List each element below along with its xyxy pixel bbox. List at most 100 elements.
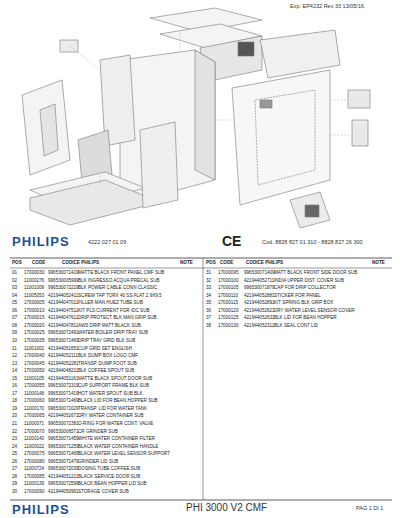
part-code: 17000115: [218, 301, 238, 306]
position-number: 27: [12, 467, 17, 472]
position-number: 31: [206, 271, 211, 276]
part-description: MATTE BLACK FRONT PANEL CMF SUB: [78, 271, 164, 276]
ce-mark: CE: [222, 234, 241, 248]
part-description: MATT BLACK FRONT SIDE DOOR SUB: [274, 271, 357, 276]
position-number: 23: [12, 437, 17, 442]
part-description: BLK LID FOR BEAN HOPPER: [274, 316, 337, 321]
part-number: 421944047811: [48, 324, 78, 329]
part-code: 11005053: [24, 294, 44, 299]
position-number: 28: [12, 475, 17, 480]
part-number: 421944052311: [244, 324, 274, 329]
position-number: 05: [12, 301, 17, 306]
part-description: BLK POWER CABLE CONN CLASSIC: [78, 286, 157, 291]
part-number: 996530072039: [48, 467, 79, 472]
part-description: WATER BOILER DRIP TRAY SUB: [78, 331, 148, 336]
part-code: 11001002: [24, 347, 44, 352]
position-number: 35: [206, 301, 211, 306]
part-description: GRINDER LID SUB: [78, 460, 118, 465]
part-code: 17000125: [218, 316, 238, 321]
position-number: 21: [12, 422, 17, 427]
position-number: 33: [206, 286, 211, 291]
column-header: CODICE PHILIPS: [62, 261, 99, 266]
part-code: 17000040: [24, 354, 44, 359]
part-number: 996530072381: [48, 422, 79, 427]
part-number: 996530071409: [244, 271, 275, 276]
part-number: 996530071879: [244, 286, 275, 291]
part-number: 421944050961: [48, 490, 79, 495]
part-number: 421944051161: [48, 377, 78, 382]
part-code: 17000070: [24, 430, 44, 435]
small-part: [352, 120, 368, 146]
part-code: 17000025: [24, 331, 44, 336]
column-header: CODICE PHILIPS: [246, 261, 283, 266]
part-number: 996530071259: [48, 445, 79, 450]
part-number: 421944047011: [48, 301, 78, 306]
part-code: 17000100: [218, 279, 238, 284]
panel-inner: [255, 90, 315, 185]
part-code: 11000105: [24, 377, 44, 382]
part-description: BLACK WATER LEVEL SENSOR SUPPORT: [78, 452, 170, 457]
part-number: 996530005999: [48, 279, 79, 284]
part-description: DRIP TRAY GRID BLK SUB: [78, 339, 135, 344]
display: [40, 104, 58, 156]
position-number: 29: [12, 482, 17, 487]
position-number: 13: [12, 362, 17, 367]
part-code: 11000022: [24, 445, 44, 450]
position-number: 04: [12, 294, 17, 299]
part-code: 17000130: [218, 324, 238, 329]
part-number: 421944052891: [244, 301, 275, 306]
part-description: CUP SUPPORT FRAME BLK SUB: [78, 384, 149, 389]
position-number: 34: [206, 294, 211, 299]
part-code: 11000148: [24, 392, 44, 397]
brand-logo: PHILIPS: [12, 235, 70, 248]
part-number: 996530071469: [48, 339, 79, 344]
position-number: 10: [12, 339, 17, 344]
part-number: 421944052281: [48, 362, 79, 367]
position-number: 01: [12, 271, 17, 276]
grinder-knob: [238, 42, 254, 56]
part-number: 996530071419: [48, 271, 79, 276]
body-side: [195, 50, 215, 180]
position-number: 09: [12, 331, 17, 336]
part-description: BLACK SERVICE DOOR SUB: [78, 475, 140, 480]
part-number: 996530071419: [48, 392, 79, 397]
column-header: CODE: [32, 261, 45, 266]
part-number: 996530006571: [48, 430, 79, 435]
column-header: NOTE: [372, 261, 385, 266]
small-part: [60, 40, 78, 52]
part-code: 17000020: [24, 324, 44, 329]
part-code: 17000095: [218, 271, 238, 276]
small-part: [348, 90, 370, 108]
position-number: 15: [12, 377, 17, 382]
position-number: 19: [12, 407, 17, 412]
part-number: 421944047611: [48, 316, 78, 321]
part-number: 421944051671: [48, 414, 79, 419]
position-number: 06: [12, 309, 17, 314]
part-description: AWS DRIP MATT BLACK SUB: [78, 324, 141, 329]
position-number: 08: [12, 324, 17, 329]
side-panel: [232, 70, 330, 205]
back-cover: [260, 30, 340, 78]
part-code: 17000075: [24, 452, 44, 457]
position-number: 37: [206, 316, 211, 321]
part-description: BLK SEAL CONT LID: [274, 324, 318, 329]
part-code: 17000015: [24, 316, 44, 321]
position-number: 38: [206, 324, 211, 329]
part-code: 17000005: [24, 301, 44, 306]
part-description: STORAGE COVER SUB: [78, 490, 129, 495]
position-number: 17: [12, 392, 17, 397]
front-panel: [22, 80, 70, 175]
part-code: 11000140: [24, 437, 44, 442]
position-number: 03: [12, 286, 17, 291]
part-description: KIT SPRING BLK GRIP BOX: [274, 301, 333, 306]
part-code: 17000110: [218, 294, 238, 299]
position-number: 30: [12, 490, 17, 495]
part-code: 11000724: [24, 467, 44, 472]
bracket: [260, 100, 272, 108]
part-description: WHITE WATER CONTAINER FILTER: [78, 437, 155, 442]
dump-box: [290, 192, 330, 228]
position-number: 16: [12, 384, 17, 389]
part-code: 11001009: [24, 286, 44, 291]
part-code: 17000050: [24, 369, 44, 374]
part-description: MATTE BLACK SPOUT DOOR SUB: [78, 377, 152, 382]
